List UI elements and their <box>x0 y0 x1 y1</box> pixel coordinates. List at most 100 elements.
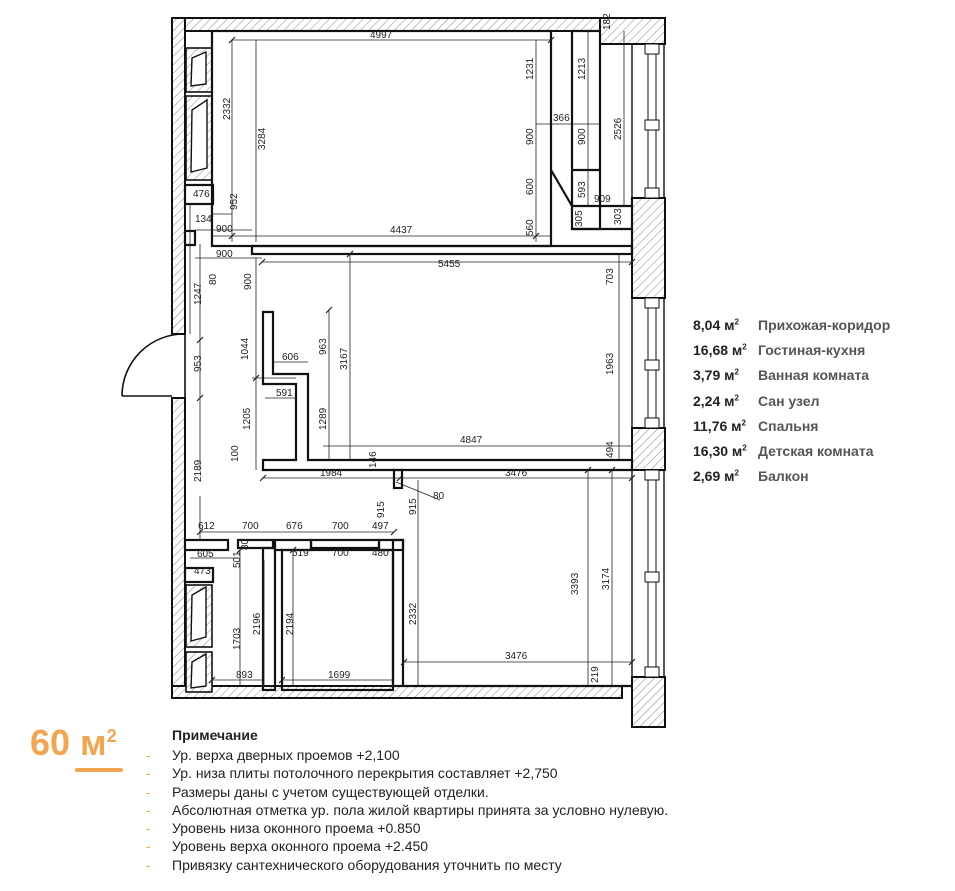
legend-room-name: Балкон <box>758 468 809 485</box>
dim-480: 480 <box>372 548 389 559</box>
dim-915-a: 915 <box>376 501 387 518</box>
legend-area: 2,69 м2 <box>693 468 739 485</box>
dim-134: 134 <box>195 214 212 225</box>
dimension-labels: 4997 1231 1213 182 2332 3284 900 366 252… <box>193 13 624 683</box>
dim-80-b: 80 <box>433 491 445 502</box>
dim-591: 591 <box>276 388 293 399</box>
dim-3284: 3284 <box>257 127 268 150</box>
dim-605: 605 <box>197 549 214 560</box>
legend-area: 16,30 м2 <box>693 443 747 460</box>
legend-row: 2,69 м2 Балкон <box>693 464 890 489</box>
legend-room-name: Прихожая-коридор <box>758 316 891 333</box>
dim-182: 182 <box>602 13 613 30</box>
dim-703: 703 <box>605 268 616 285</box>
closet-niche-fills <box>190 50 208 689</box>
dim-3167: 3167 <box>339 347 350 370</box>
legend-room-name: Сан узел <box>758 392 820 409</box>
dim-700-a: 700 <box>242 521 259 532</box>
note-item: -Размеры даны с учетом существующей отде… <box>146 783 489 800</box>
notes-section: Примечание -Ур. верха дверных проемов +2… <box>146 727 668 874</box>
dim-893: 893 <box>236 670 253 681</box>
total-area: 60 м2 <box>30 722 117 763</box>
legend-row: 8,04 м2 Прихожая-коридор <box>693 312 890 337</box>
dim-476: 476 <box>193 189 210 200</box>
note-item: -Ур. верха дверных проемов +2,100 <box>146 747 400 763</box>
dim-915-b: 915 <box>408 498 419 515</box>
dim-219: 219 <box>590 666 601 683</box>
dim-593: 593 <box>577 181 588 198</box>
dim-494: 494 <box>605 441 616 458</box>
legend-room-name: Гостиная-кухня <box>758 341 866 358</box>
dim-80-c: 80 <box>240 538 251 550</box>
dim-1699: 1699 <box>328 670 351 681</box>
note-item: -Уровень низа оконного проема +0.850 <box>146 820 421 837</box>
legend-row: 2,24 м2 Сан узел <box>693 388 890 413</box>
legend-area: 16,68 м2 <box>693 341 747 358</box>
dim-2196: 2196 <box>252 612 263 635</box>
dim-1044: 1044 <box>240 337 251 360</box>
dim-3476-a: 3476 <box>505 468 528 479</box>
window-panes <box>644 43 660 678</box>
total-area-underline <box>75 768 123 772</box>
dim-900-d: 900 <box>216 249 233 260</box>
room-area-legend: 8,04 м2 Прихожая-коридор 16,68 м2 Гостин… <box>693 312 890 489</box>
dim-1205: 1205 <box>242 407 253 430</box>
dim-560: 560 <box>525 219 536 236</box>
dim-1213: 1213 <box>577 57 588 80</box>
dim-1289: 1289 <box>318 407 329 430</box>
dim-4847: 4847 <box>460 435 483 446</box>
dim-473: 473 <box>194 566 211 577</box>
dimension-lines <box>189 31 632 686</box>
dim-600: 600 <box>525 178 536 195</box>
dim-676: 676 <box>286 521 303 532</box>
legend-area: 11,76 м2 <box>693 417 746 434</box>
dim-909: 909 <box>594 194 611 205</box>
note-item: -Ур. низа плиты потолочного перекрытия с… <box>146 765 558 782</box>
legend-row: 16,30 м2 Детская комната <box>693 438 890 463</box>
dim-501: 501 <box>232 551 243 568</box>
dim-305: 305 <box>574 210 585 227</box>
dim-900-a: 900 <box>525 128 536 145</box>
dim-100: 100 <box>230 445 241 462</box>
dim-1963: 1963 <box>605 352 616 375</box>
dim-963: 963 <box>318 338 329 355</box>
dim-900-b: 900 <box>577 128 588 145</box>
dim-953: 953 <box>193 355 204 372</box>
dimension-ticks <box>196 36 636 684</box>
dim-2194: 2194 <box>285 612 296 635</box>
dim-952: 952 <box>229 193 240 210</box>
dim-5455: 5455 <box>438 259 461 270</box>
dim-900-c: 900 <box>216 224 233 235</box>
notes-title: Примечание <box>172 727 258 743</box>
dim-700-b: 700 <box>332 521 349 532</box>
dim-497: 497 <box>372 521 389 532</box>
dim-700-c: 700 <box>332 548 349 559</box>
legend-area: 3,79 м2 <box>693 367 739 384</box>
dim-1703: 1703 <box>232 627 243 650</box>
dim-612: 612 <box>198 521 215 532</box>
dim-2526: 2526 <box>613 117 624 140</box>
dim-3174: 3174 <box>601 567 612 590</box>
dim-4437: 4437 <box>390 225 413 236</box>
legend-area: 8,04 м2 <box>693 316 739 333</box>
legend-row: 16,68 м2 Гостиная-кухня <box>693 337 890 362</box>
legend-row: 11,76 м2 Спальня <box>693 413 890 438</box>
note-item: -Уровень верха оконного проема +2.450 <box>146 838 429 855</box>
dim-4997: 4997 <box>370 30 393 41</box>
dim-80-a: 80 <box>208 273 219 285</box>
dim-303: 303 <box>613 208 624 225</box>
dim-146: 146 <box>368 451 379 468</box>
dim-1247: 1247 <box>193 282 204 305</box>
dim-1984: 1984 <box>320 468 343 479</box>
legend-row: 3,79 м2 Ванная комната <box>693 363 890 388</box>
dim-606: 606 <box>282 352 299 363</box>
dim-3393: 3393 <box>570 572 581 595</box>
note-item: -Привязку сантехнического оборудования у… <box>146 856 562 873</box>
dim-2189: 2189 <box>193 459 204 482</box>
dim-1231: 1231 <box>525 57 536 80</box>
legend-room-name: Спальня <box>758 417 819 434</box>
dim-366: 366 <box>553 113 570 124</box>
dim-519: 519 <box>292 548 309 559</box>
note-item: -Абсолютная отметка ур. пола жилой кварт… <box>146 801 669 818</box>
